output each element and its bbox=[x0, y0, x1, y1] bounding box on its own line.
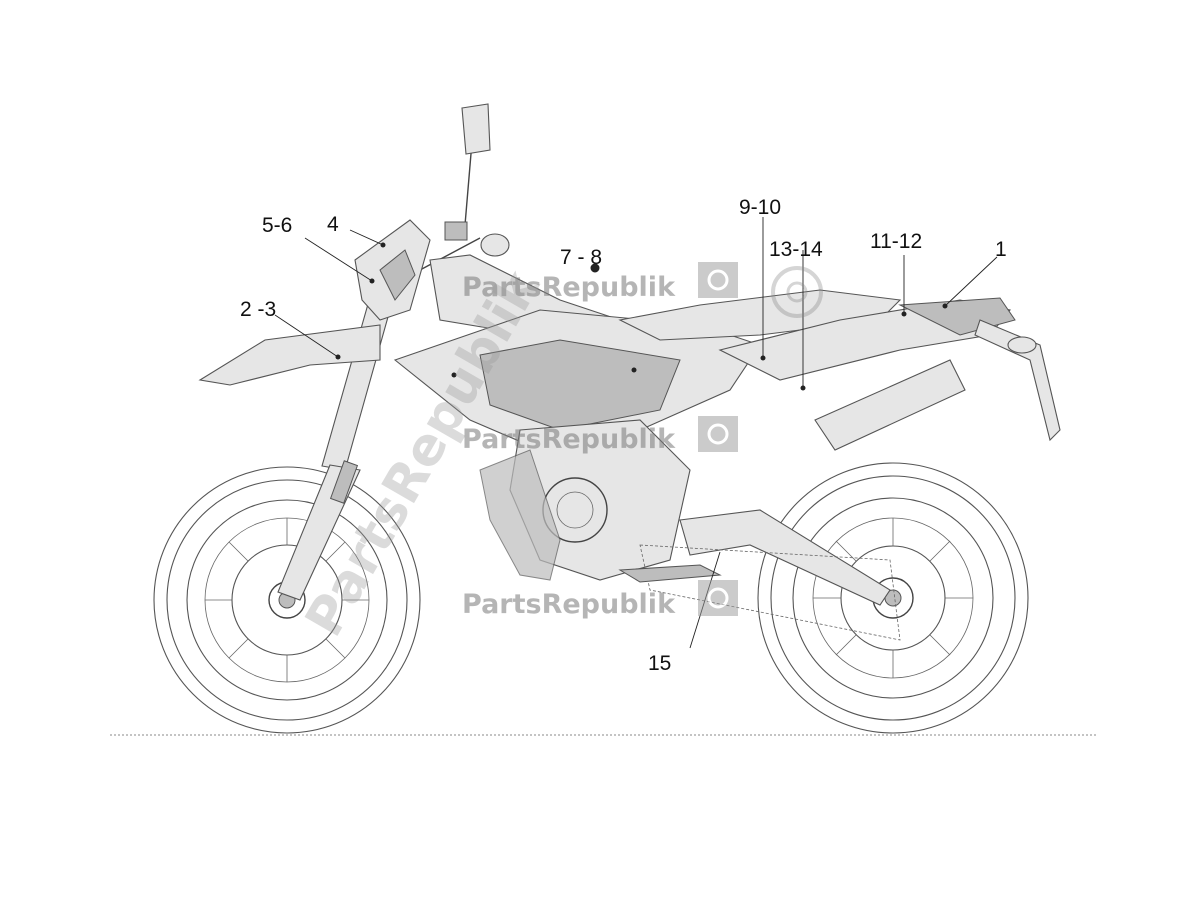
watermark-gear-icon bbox=[698, 262, 738, 298]
watermark-gear-icon bbox=[698, 416, 738, 452]
front-wheel bbox=[153, 466, 421, 734]
watermark-text: PartsRepublik bbox=[462, 272, 676, 303]
tail-section bbox=[718, 297, 1061, 442]
rear-wheel bbox=[757, 462, 1029, 734]
front-fairing bbox=[198, 219, 431, 386]
engine bbox=[479, 419, 691, 581]
callout-7-8: 7 - 8 bbox=[560, 246, 602, 269]
seat bbox=[618, 289, 902, 341]
callout-13-14: 13-14 bbox=[769, 238, 823, 261]
exhaust bbox=[814, 359, 966, 451]
callout-4: 4 bbox=[327, 213, 339, 236]
callout-5-6: 5-6 bbox=[262, 214, 292, 237]
watermark-gear-icon bbox=[698, 580, 738, 616]
callout-9-10: 9-10 bbox=[739, 196, 781, 219]
callout-labels: 1 2 -3 4 5-6 7 - 8 9-10 11-12 13-14 15 bbox=[240, 196, 1007, 675]
watermark-gear-icon bbox=[771, 266, 823, 318]
swingarm bbox=[618, 509, 901, 641]
tank-and-side-panel bbox=[393, 254, 761, 451]
callout-2-3: 2 -3 bbox=[240, 298, 276, 321]
handlebar bbox=[419, 103, 510, 271]
watermark-text: PartsRepublik bbox=[462, 589, 676, 620]
callout-11-12: 11-12 bbox=[870, 230, 922, 253]
callout-15: 15 bbox=[648, 652, 671, 675]
watermark-text: PartsRepublik bbox=[462, 424, 676, 455]
callout-1: 1 bbox=[995, 238, 1007, 261]
